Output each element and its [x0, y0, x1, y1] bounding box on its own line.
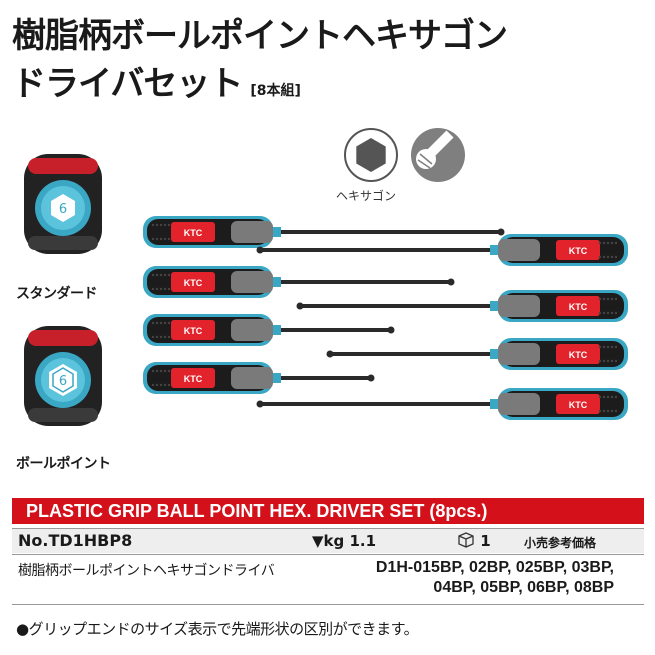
model-row: No.TD1HBP8 ▼kg 1.1 1 小売参考価格 [12, 529, 644, 553]
model-number: No.TD1HBP8 [18, 531, 133, 550]
divider [12, 604, 644, 605]
spec-codes: D1H-015BP, 02BP, 025BP, 03BP, 04BP, 05BP… [376, 558, 614, 598]
spec-codes-line2: 04BP, 05BP, 06BP, 08BP [433, 579, 614, 596]
title-text: ドライバセット [12, 64, 243, 104]
screwdriver: KTC [256, 234, 628, 266]
screwdriver: KTC [256, 388, 628, 420]
quantity: 1 [457, 532, 491, 550]
tip-icons [344, 128, 465, 182]
set-count: [8本組] [250, 83, 301, 99]
tip-label: ヘキサゴン [336, 189, 397, 203]
ball-point-grip-end-image: 6 [24, 326, 102, 426]
brand-label: KTC [184, 326, 203, 336]
ball-point-tip-icon [411, 128, 465, 182]
spec-name: 樹脂柄ボールポイントヘキサゴンドライバ [18, 563, 275, 579]
brand-label: KTC [569, 246, 588, 256]
spec-codes-line1: D1H-015BP, 02BP, 025BP, 03BP, [375, 559, 614, 576]
screwdriver: KTC [143, 314, 395, 346]
screwdriver: KTC [326, 338, 628, 370]
quantity-value: 1 [480, 532, 491, 550]
brand-label: KTC [184, 374, 203, 384]
box-icon [458, 532, 474, 548]
retail-price-label: 小売参考価格 [524, 536, 597, 550]
brand-label: KTC [184, 228, 203, 238]
product-banner: PLASTIC GRIP BALL POINT HEX. DRIVER SET … [12, 498, 644, 524]
page-title: 樹脂柄ボールポイントヘキサゴン [12, 16, 508, 56]
hexagon-tip-icon [344, 128, 398, 182]
screwdriver: KTC [143, 266, 455, 298]
driver-set-image: KTC KTC KTC KTC KTC KTC KTC KTC [143, 216, 628, 420]
spec-row: 樹脂柄ボールポイントヘキサゴンドライバ D1H-015BP, 02BP, 025… [12, 556, 644, 602]
brand-label: KTC [569, 302, 588, 312]
weight: ▼kg 1.1 [312, 532, 377, 550]
standard-caption: スタンダード [16, 286, 98, 302]
size-mark: 6 [59, 202, 67, 217]
size-mark: 6 [59, 374, 67, 389]
brand-label: KTC [569, 400, 588, 410]
brand-label: KTC [569, 350, 588, 360]
divider [12, 528, 644, 529]
screwdriver: KTC [296, 290, 628, 322]
brand-label: KTC [184, 278, 203, 288]
page-title-line2: ドライバセット [8本組] [12, 56, 301, 105]
divider [12, 554, 644, 555]
screwdriver: KTC [143, 362, 375, 394]
standard-grip-end-image: 6 [24, 154, 102, 254]
screwdriver: KTC [143, 216, 505, 248]
ball-point-caption: ボールポイント [16, 456, 111, 472]
footnote: ●グリップエンドのサイズ表示で先端形状の区別ができます。 [16, 620, 419, 638]
